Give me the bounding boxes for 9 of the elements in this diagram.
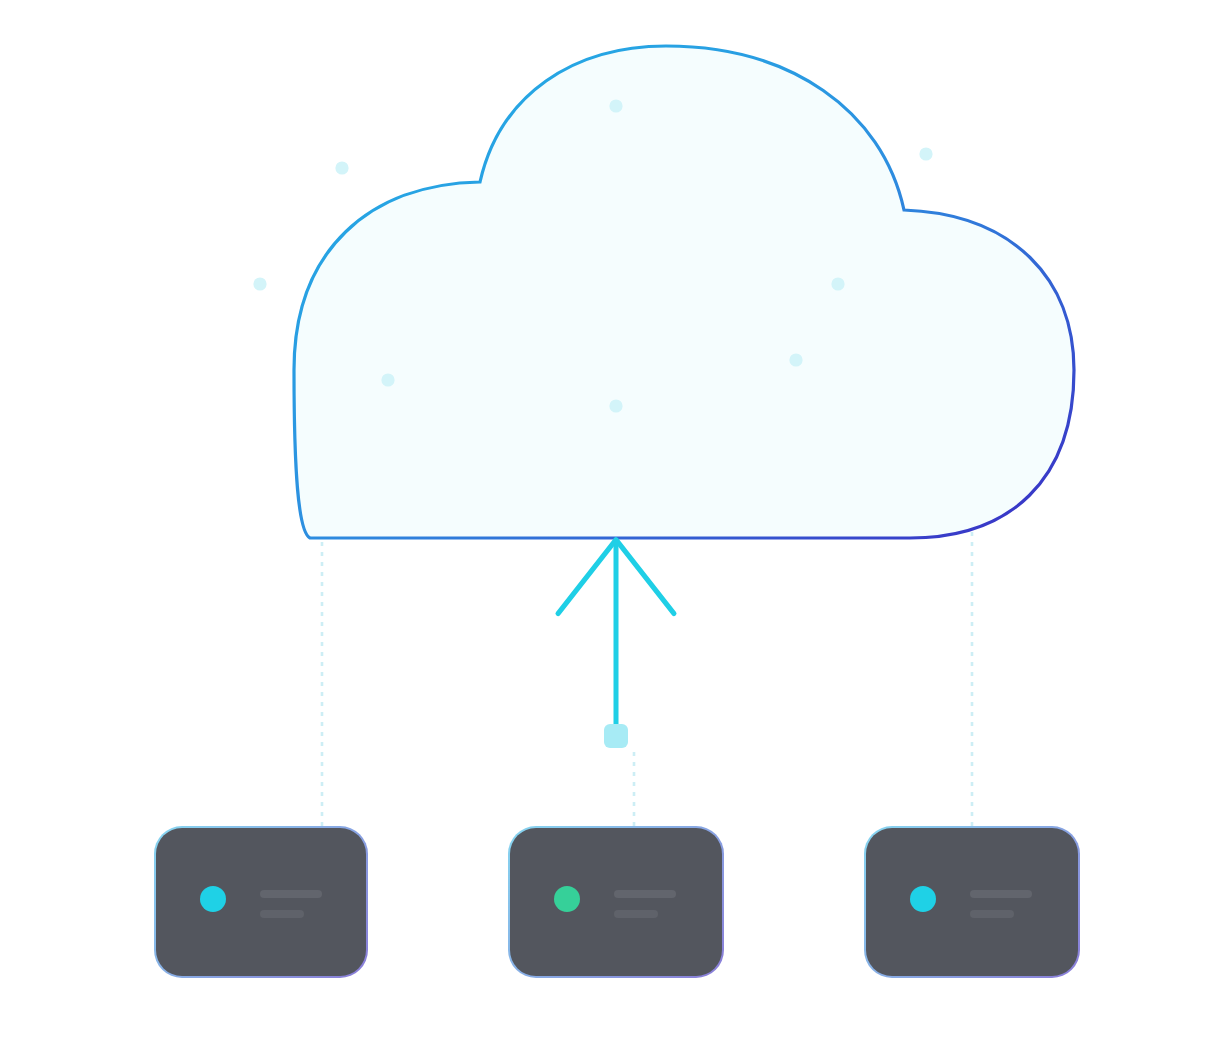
dotted-line — [970, 531, 974, 826]
dotted-line — [632, 748, 636, 826]
data-packet — [604, 724, 628, 748]
cloud — [292, 44, 1076, 540]
server-card — [508, 826, 724, 978]
dotted-line — [320, 539, 324, 826]
server-card — [864, 826, 1080, 978]
arrow — [555, 537, 677, 724]
server-card — [154, 826, 368, 978]
